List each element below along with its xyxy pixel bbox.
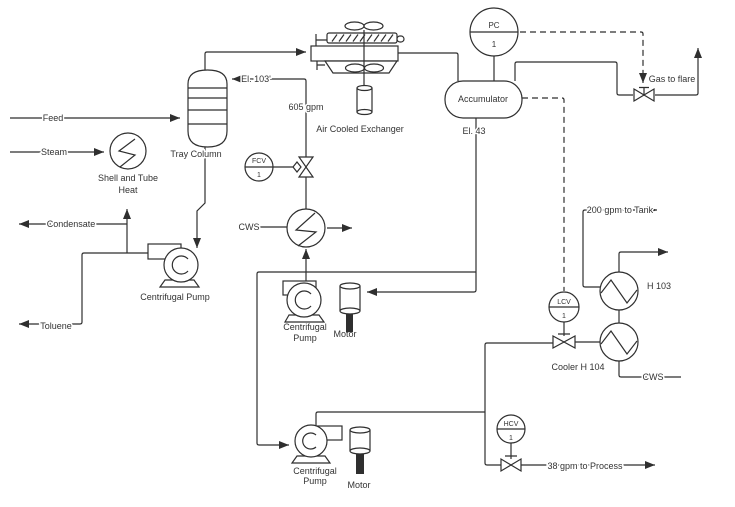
h104-cws-return-line <box>618 361 681 378</box>
tank-200gpm-label: 200 gpm to Tank <box>587 205 654 215</box>
hcv-number: 1 <box>509 435 513 442</box>
accumulator <box>444 80 523 119</box>
pc-controller <box>469 7 519 81</box>
lcv-controller <box>548 291 580 336</box>
valve-actuator <box>292 161 302 173</box>
gas-to-flare-label: Gas to flare <box>649 74 696 84</box>
gas-to-flare-line <box>514 48 702 96</box>
fan-blade-icon <box>363 63 385 73</box>
hcv-valve <box>500 457 522 473</box>
reflux-line <box>232 75 310 281</box>
fan-blade-icon <box>344 63 366 73</box>
accumulator-label: Accumulator <box>458 94 508 104</box>
pc-number: 1 <box>492 40 497 49</box>
pump3-discharge-line <box>315 342 553 466</box>
pump2-label-line2: Pump <box>293 333 317 343</box>
shell-tube-label-line1: Shell and Tube <box>98 173 158 183</box>
pump3-label-line2: Pump <box>303 476 327 486</box>
el43-label: El. 43 <box>462 126 485 136</box>
hcv-controller <box>496 414 526 459</box>
fcv-number: 1 <box>257 172 261 179</box>
flow-605gpm-label: 605 gpm <box>288 102 323 112</box>
pump-volute <box>302 432 317 450</box>
header-nub <box>396 35 405 43</box>
exchanger-coil-symbol <box>600 278 638 305</box>
shell-tube-label-line2: Heat <box>118 185 138 195</box>
motor-shaft <box>356 454 364 474</box>
motor3-label: Motor <box>347 480 370 490</box>
shell-tube-heat-exchanger <box>109 132 147 170</box>
tray-column-label: Tray Column <box>170 149 221 159</box>
pump1-label: Centrifugal Pump <box>140 292 210 302</box>
cooler-h104-label: Cooler H 104 <box>551 362 604 372</box>
pump-volute <box>294 290 312 310</box>
condensate-label: Condensate <box>47 219 96 229</box>
air-cooled-exchanger-label: Air Cooled Exchanger <box>316 124 404 134</box>
pump2-label-line1: Centrifugal <box>283 322 327 332</box>
fan-blade-icon <box>363 21 384 31</box>
fcv-valve <box>292 156 315 178</box>
cws-left-label: CWS <box>239 222 260 232</box>
h103-top-outlet-line <box>618 248 668 272</box>
fan-blade-icon <box>344 21 365 31</box>
cooler-h104 <box>599 322 639 362</box>
valve-actuator <box>639 86 649 95</box>
pump1-discharge-toluene-line <box>19 252 148 328</box>
process-38gpm-label: 38 gpm to Process <box>547 461 623 471</box>
pc-signal-line <box>520 31 647 83</box>
pump3-label-line1: Centrifugal <box>293 466 337 476</box>
flare-control-valve <box>633 86 655 103</box>
lcv-signal-line <box>522 97 565 291</box>
h103-label: H 103 <box>647 281 671 291</box>
exchanger-coil-symbol <box>117 138 137 168</box>
overhead-vapor-line <box>204 48 306 70</box>
fcv-tag: FCV <box>252 158 266 165</box>
centrifugal-pump-1 <box>147 243 201 288</box>
centrifugal-pump-3 <box>290 424 343 464</box>
hcv-tag: HCV <box>504 421 519 428</box>
fin-hatching <box>331 34 394 42</box>
exchanger-coil-symbol <box>294 212 318 247</box>
cws-right-label: CWS <box>643 372 664 382</box>
lcv-number: 1 <box>562 313 566 320</box>
left-stub <box>315 34 327 46</box>
cws-cooler <box>286 208 326 248</box>
accumulator-outlet-to-pump3-line <box>256 271 476 449</box>
pc-tag: PC <box>488 21 499 30</box>
pump-volute <box>171 255 189 275</box>
tank-line <box>582 206 657 288</box>
feed-label: Feed <box>43 113 64 123</box>
exchanger-outlet-to-accumulator-line <box>398 52 459 81</box>
fcv-controller <box>244 152 293 182</box>
toluene-label: Toluene <box>40 321 72 331</box>
air-cooled-exchanger <box>310 21 405 116</box>
exchanger-coil-symbol <box>600 329 638 356</box>
lcv-valve <box>552 334 576 350</box>
left-lower-stub <box>316 61 325 70</box>
motor-shaft <box>346 314 353 332</box>
column-bottoms-line <box>193 147 206 248</box>
exchanger-h103 <box>599 271 639 311</box>
centrifugal-pump-2 <box>282 280 326 323</box>
motor2-label: Motor <box>333 329 356 339</box>
motor-2 <box>339 282 361 332</box>
steam-label: Steam <box>41 147 67 157</box>
el103-label: El. 103' <box>241 74 271 84</box>
motor-3 <box>349 426 371 474</box>
tray-column <box>187 69 228 148</box>
fan-motor <box>356 84 373 116</box>
accumulator-outlet-to-pump2-line <box>367 118 477 296</box>
lcv-tag: LCV <box>557 299 571 306</box>
